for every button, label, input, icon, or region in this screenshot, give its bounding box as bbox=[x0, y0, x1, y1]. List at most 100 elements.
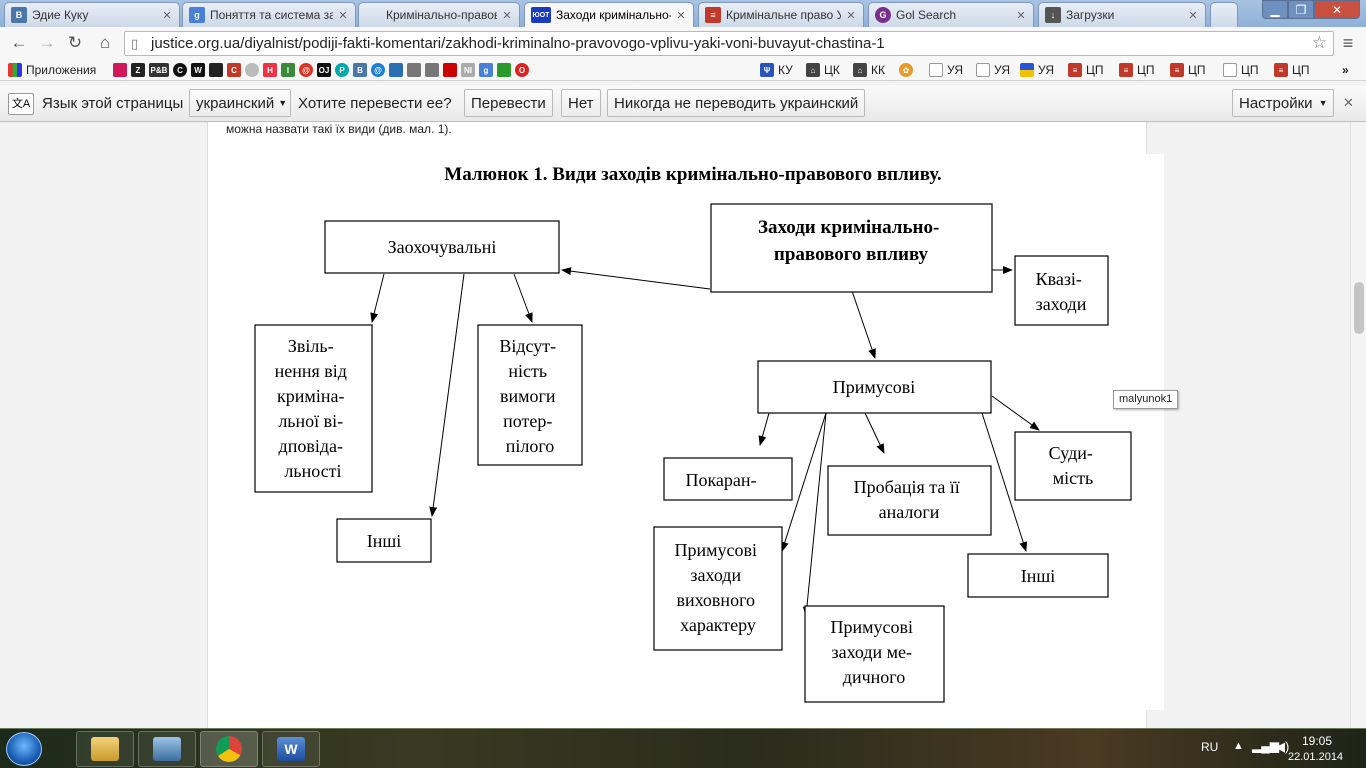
bookmark-cp-4[interactable]: ЦП bbox=[1223, 62, 1259, 78]
taskbar-explorer[interactable] bbox=[76, 731, 134, 767]
bookmark-uya-2[interactable]: УЯ bbox=[976, 62, 1010, 78]
close-icon[interactable]: ✕ bbox=[676, 9, 686, 22]
at-red-icon[interactable]: @ bbox=[299, 63, 313, 77]
arrow-coercive-medical bbox=[802, 412, 827, 617]
bookmarks-bar: Приложения Z P&B C W C H I @ OJ P B @ NI… bbox=[0, 59, 1366, 81]
globe-icon[interactable] bbox=[245, 63, 259, 77]
oj-icon[interactable]: OJ bbox=[317, 63, 331, 77]
pb-green-icon[interactable] bbox=[497, 63, 511, 77]
c-red-icon[interactable]: C bbox=[227, 63, 241, 77]
tab-2[interactable]: Кримінально-правов ✕ bbox=[358, 2, 520, 27]
close-window-button[interactable]: ✕ bbox=[1314, 0, 1360, 19]
hm-icon[interactable]: H bbox=[263, 63, 277, 77]
close-icon[interactable]: ✕ bbox=[846, 9, 856, 22]
arrow-coercive-probation bbox=[864, 412, 885, 454]
bookmarks-overflow-icon[interactable]: » bbox=[1342, 63, 1349, 77]
gol-search-icon: G bbox=[875, 7, 891, 23]
vk-icon[interactable]: B bbox=[353, 63, 367, 77]
dropdown-arrow-icon: ▼ bbox=[1318, 98, 1328, 108]
network-signal-icon[interactable]: ▂▄▆ bbox=[1252, 739, 1279, 753]
bank-icon[interactable] bbox=[389, 63, 403, 77]
label-release: Звіль- нення від криміна- льної ві- дпов… bbox=[275, 336, 352, 481]
figure-title: Малюнок 1. Види заходів кримінально-прав… bbox=[444, 164, 941, 185]
star-icon[interactable]: ☆ bbox=[1311, 33, 1327, 52]
z-icon[interactable]: Z bbox=[131, 63, 145, 77]
tray-up-arrow-icon[interactable]: ▲ bbox=[1233, 740, 1244, 752]
never-translate-button[interactable]: Никогда не переводить украинский bbox=[607, 89, 866, 117]
ni-icon[interactable]: NI bbox=[461, 63, 475, 77]
arrow-coercive-others bbox=[981, 412, 1028, 552]
bookmark-uya-1[interactable]: УЯ bbox=[929, 62, 963, 78]
arrow-encouraging-absence bbox=[513, 273, 533, 323]
back-arrow-icon[interactable]: ← bbox=[10, 33, 28, 52]
box-absence bbox=[477, 324, 583, 466]
close-icon[interactable]: ✕ bbox=[162, 9, 172, 22]
leaf-icon[interactable] bbox=[209, 63, 223, 77]
arrow-coercive-educational bbox=[780, 412, 827, 552]
connectors bbox=[370, 266, 1040, 617]
tab-0[interactable]: B Эдие Куку ✕ bbox=[4, 2, 180, 27]
tab-4[interactable]: ≡ Кримінальне право У ✕ bbox=[698, 2, 864, 27]
thermometer-icon[interactable] bbox=[407, 63, 421, 77]
windows-start-icon[interactable] bbox=[6, 732, 42, 766]
bookmark-ck[interactable]: ⌂ ЦК bbox=[806, 62, 840, 78]
tab-5[interactable]: G Gol Search ✕ bbox=[868, 2, 1034, 27]
address-bar[interactable]: ▯ justice.org.ua/diyalnist/podiji-fakti-… bbox=[124, 31, 1334, 56]
label-medical: Примусові заходи ме- дичного bbox=[830, 617, 917, 687]
bookmark-flower[interactable]: ✿ bbox=[899, 62, 917, 78]
bookmark-cp-1[interactable]: ≡ ЦП bbox=[1068, 62, 1104, 78]
c-icon[interactable]: C bbox=[173, 63, 187, 77]
w-icon[interactable]: W bbox=[191, 63, 205, 77]
close-icon[interactable]: ✕ bbox=[338, 9, 348, 22]
hh-icon[interactable] bbox=[443, 63, 457, 77]
clock-time[interactable]: 19:05 bbox=[1302, 734, 1333, 748]
scrollbar-thumb[interactable] bbox=[1354, 282, 1364, 334]
clock-date[interactable]: 22.01.2014 bbox=[1288, 751, 1344, 763]
tab-6[interactable]: ↓ Загрузки ✕ bbox=[1038, 2, 1206, 27]
bookmark-cp-5[interactable]: ≡ ЦП bbox=[1274, 62, 1310, 78]
close-icon[interactable]: ✕ bbox=[502, 9, 512, 22]
language-indicator[interactable]: RU bbox=[1201, 740, 1219, 754]
translate-button[interactable]: Перевести bbox=[464, 89, 553, 117]
taskbar-word[interactable]: W bbox=[262, 731, 320, 767]
bookmark-uya-3[interactable]: УЯ bbox=[1020, 62, 1054, 78]
bird-icon[interactable] bbox=[113, 63, 127, 77]
thermometer-icon[interactable] bbox=[425, 63, 439, 77]
at-blue-icon[interactable]: @ bbox=[371, 63, 385, 77]
p-icon[interactable]: P bbox=[335, 63, 349, 77]
taskbar-photos[interactable] bbox=[138, 731, 196, 767]
restore-button[interactable]: ❐ bbox=[1288, 0, 1314, 19]
minimize-button[interactable]: ▁ bbox=[1262, 0, 1288, 19]
pb-icon[interactable]: P&B bbox=[149, 63, 169, 77]
close-icon[interactable]: ✕ bbox=[1343, 95, 1354, 110]
bookmark-cp-3[interactable]: ≡ ЦП bbox=[1170, 62, 1206, 78]
language-select[interactable]: украинский ▼ bbox=[189, 89, 291, 117]
books-icon: ≡ bbox=[705, 7, 721, 23]
reload-icon[interactable]: ↻ bbox=[67, 33, 83, 52]
close-icon[interactable]: ✕ bbox=[1016, 9, 1026, 22]
menu-icon[interactable]: ≡ bbox=[1342, 33, 1354, 53]
no-button[interactable]: Нет bbox=[561, 89, 601, 117]
bookmark-ku[interactable]: Ψ КУ bbox=[760, 62, 793, 78]
i-icon[interactable]: I bbox=[281, 63, 295, 77]
bookmark-cp-2[interactable]: ≡ ЦП bbox=[1119, 62, 1155, 78]
home-icon[interactable]: ⌂ bbox=[99, 33, 111, 52]
new-tab-button[interactable] bbox=[1210, 2, 1238, 27]
tab-3-active[interactable]: ЮОТ Заходи кримінально- ✕ bbox=[524, 2, 694, 27]
google-icon[interactable]: g bbox=[479, 63, 493, 77]
tab-1[interactable]: g Поняття та система за ✕ bbox=[182, 2, 356, 27]
bookmark-apps[interactable]: Приложения bbox=[8, 62, 96, 78]
page-viewport: можна назвати такі їх види (див. мал. 1)… bbox=[0, 122, 1350, 728]
tab-strip: B Эдие Куку ✕ g Поняття та система за ✕ … bbox=[0, 0, 1366, 27]
label-absence: Відсут- ність вимоги потер- пілого bbox=[499, 336, 560, 456]
taskbar-chrome[interactable] bbox=[200, 731, 258, 767]
volume-icon[interactable]: ◀) bbox=[1275, 739, 1290, 754]
page-icon bbox=[976, 63, 990, 77]
bookmark-kk[interactable]: ⌂ КК bbox=[853, 62, 885, 78]
label-record: Суди- мість bbox=[1049, 443, 1098, 488]
close-icon[interactable]: ✕ bbox=[1188, 9, 1198, 22]
forward-arrow-icon[interactable]: → bbox=[38, 33, 56, 52]
opera-icon[interactable]: O bbox=[515, 63, 529, 77]
settings-button[interactable]: Настройки ▼ bbox=[1232, 89, 1335, 117]
vertical-scrollbar[interactable] bbox=[1350, 122, 1366, 728]
